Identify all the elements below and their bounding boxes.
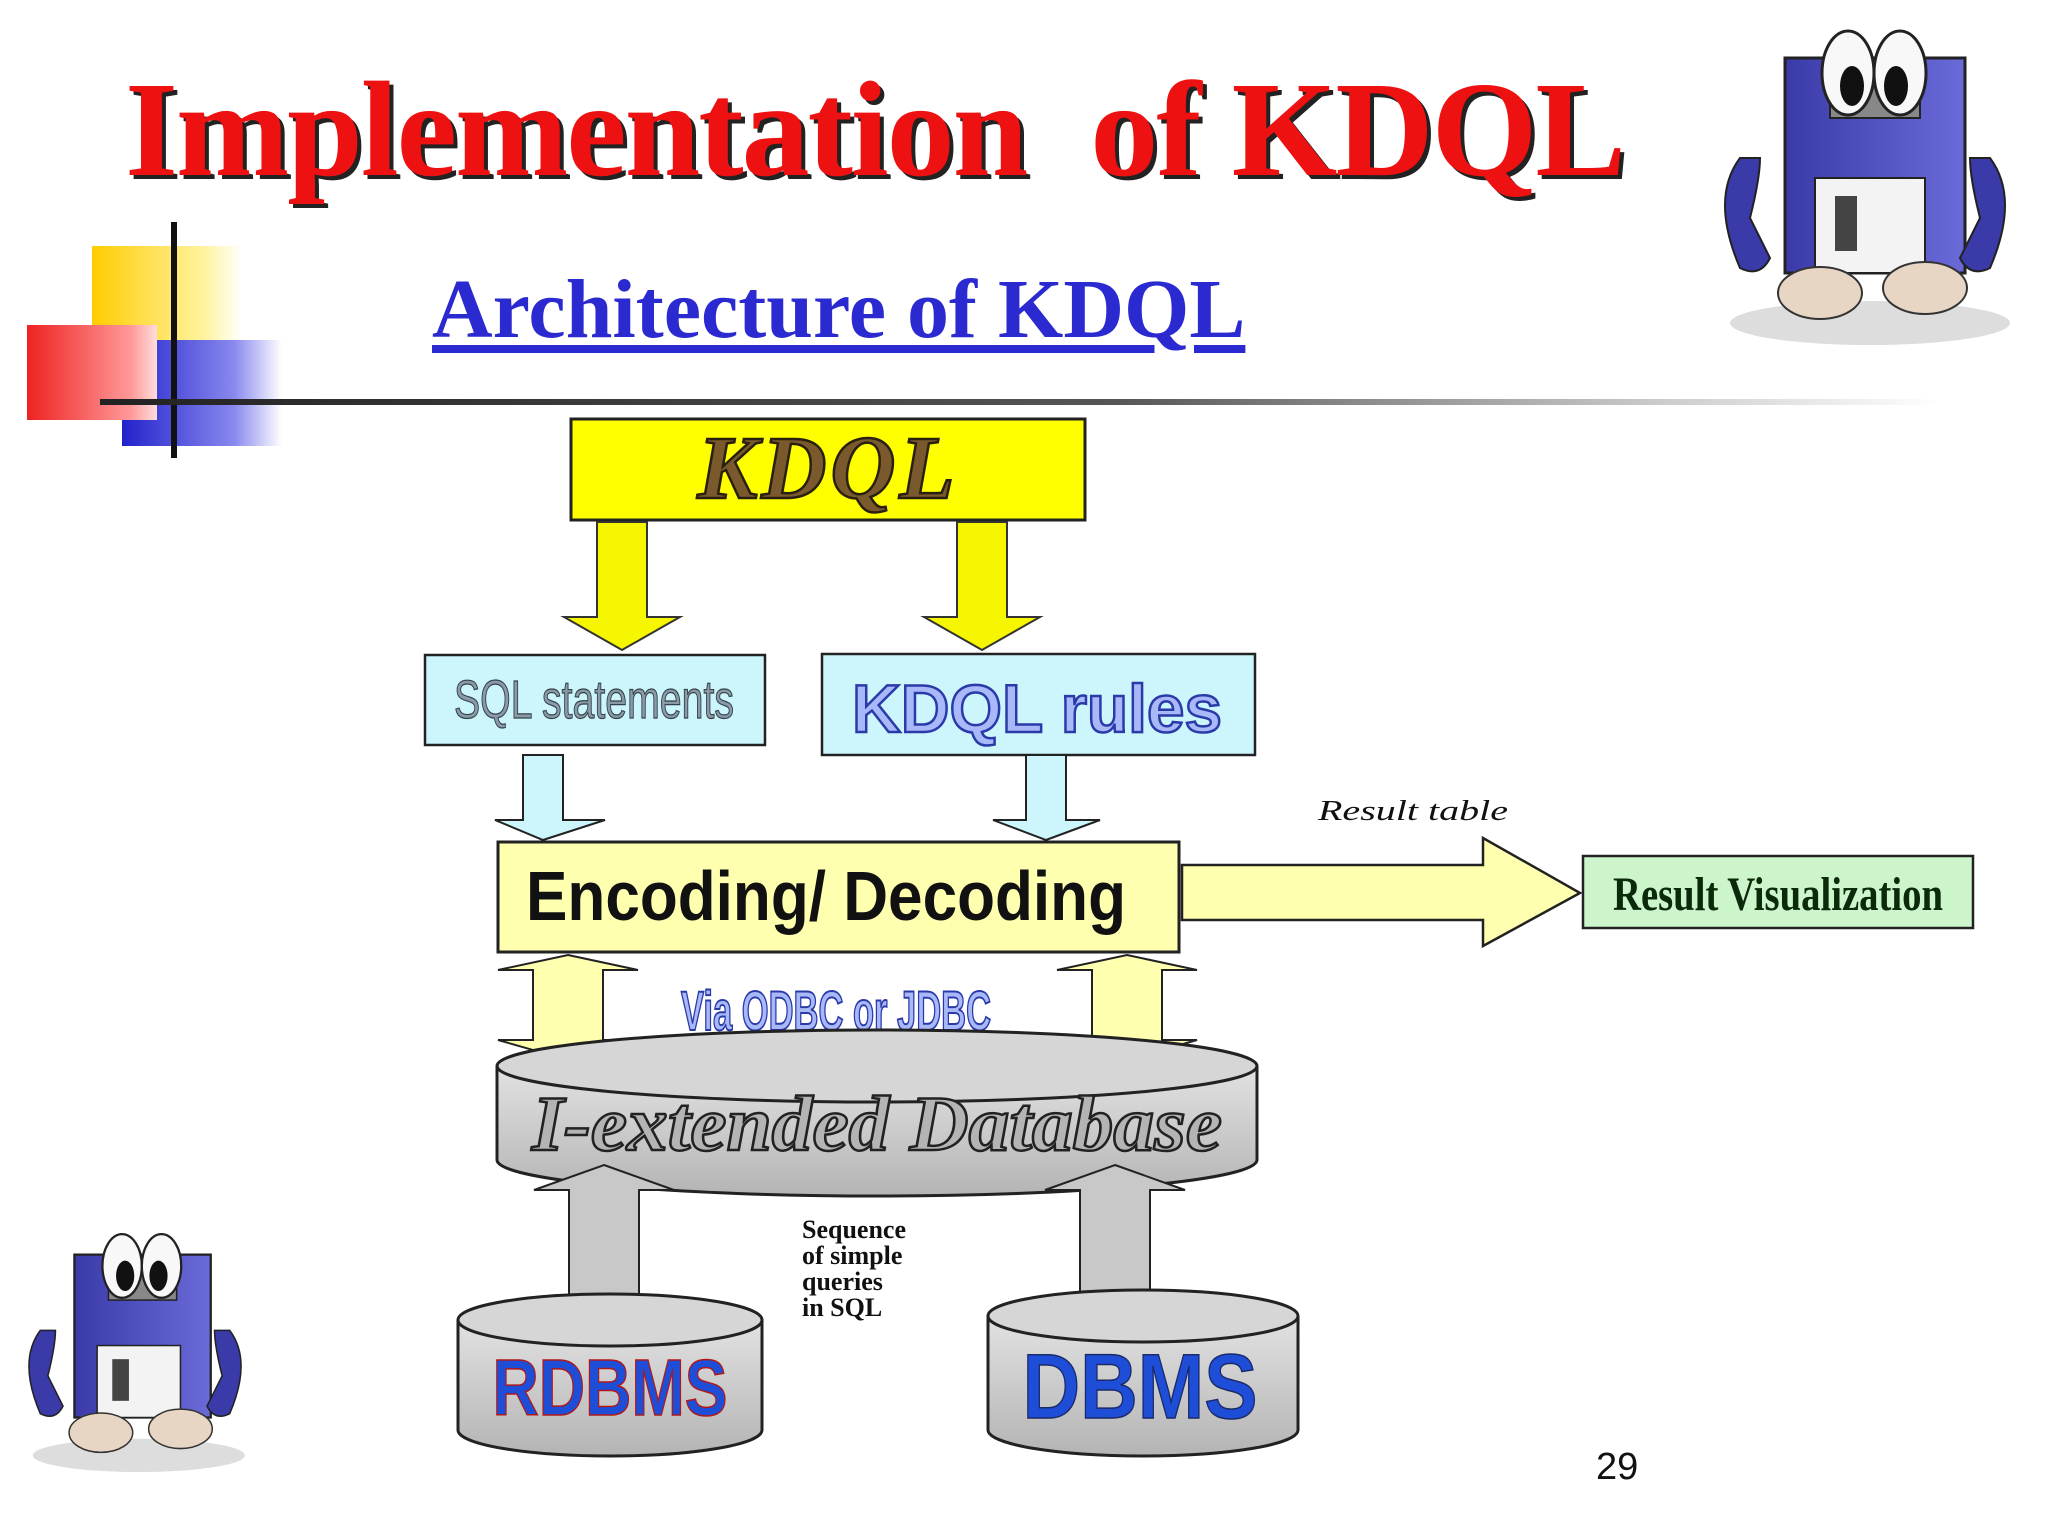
kdql-box-label: KDQL xyxy=(697,419,959,518)
sequence-label-line4: in SQL xyxy=(802,1293,882,1322)
rdbms-cylinder xyxy=(456,1292,764,1458)
sequence-label-line1: Sequence xyxy=(802,1215,906,1244)
encoding-decoding-box xyxy=(496,840,1181,954)
i-extended-database-label: I-extended Database xyxy=(531,1080,1222,1167)
kdql-rules-box xyxy=(820,652,1257,757)
page-title: Implementation of KDQL xyxy=(125,55,1626,205)
kdql-rules-label: KDQL rules xyxy=(852,671,1222,747)
arrow-kdql-to-sql xyxy=(560,521,684,652)
floppy-disk-character-icon xyxy=(1724,29,2010,345)
sequence-label-line2: of simple xyxy=(802,1241,902,1270)
page-number: 29 xyxy=(1596,1446,1639,1488)
kdql-box xyxy=(569,417,1087,522)
dbms-label: DBMS xyxy=(1023,1336,1258,1438)
sequence-label-line3: queries xyxy=(802,1267,883,1296)
floppy-disk-character-icon xyxy=(28,1233,245,1473)
sql-statements-label: SQL statements xyxy=(454,670,734,730)
page-subtitle: Architecture of KDQL xyxy=(432,263,1246,356)
arrow-sql-to-encoding xyxy=(494,754,606,842)
title-rule xyxy=(100,399,1940,405)
arrow-to-result-visualization xyxy=(1180,835,1583,949)
rdbms-label: RDBMS xyxy=(493,1343,728,1432)
result-table-label: Result table xyxy=(1317,796,1508,827)
result-visualization-box xyxy=(1581,854,1975,930)
dbms-cylinder xyxy=(986,1288,1300,1458)
arrow-kdql-to-rules xyxy=(920,521,1044,652)
encoding-decoding-label: Encoding/ Decoding xyxy=(526,857,1126,935)
i-extended-database-cylinder xyxy=(495,1028,1259,1198)
vertical-line xyxy=(171,222,177,458)
arrow-rules-to-encoding xyxy=(992,754,1101,842)
result-visualization-label: Result Visualization xyxy=(1613,868,1943,921)
sql-statements-box xyxy=(423,653,767,747)
